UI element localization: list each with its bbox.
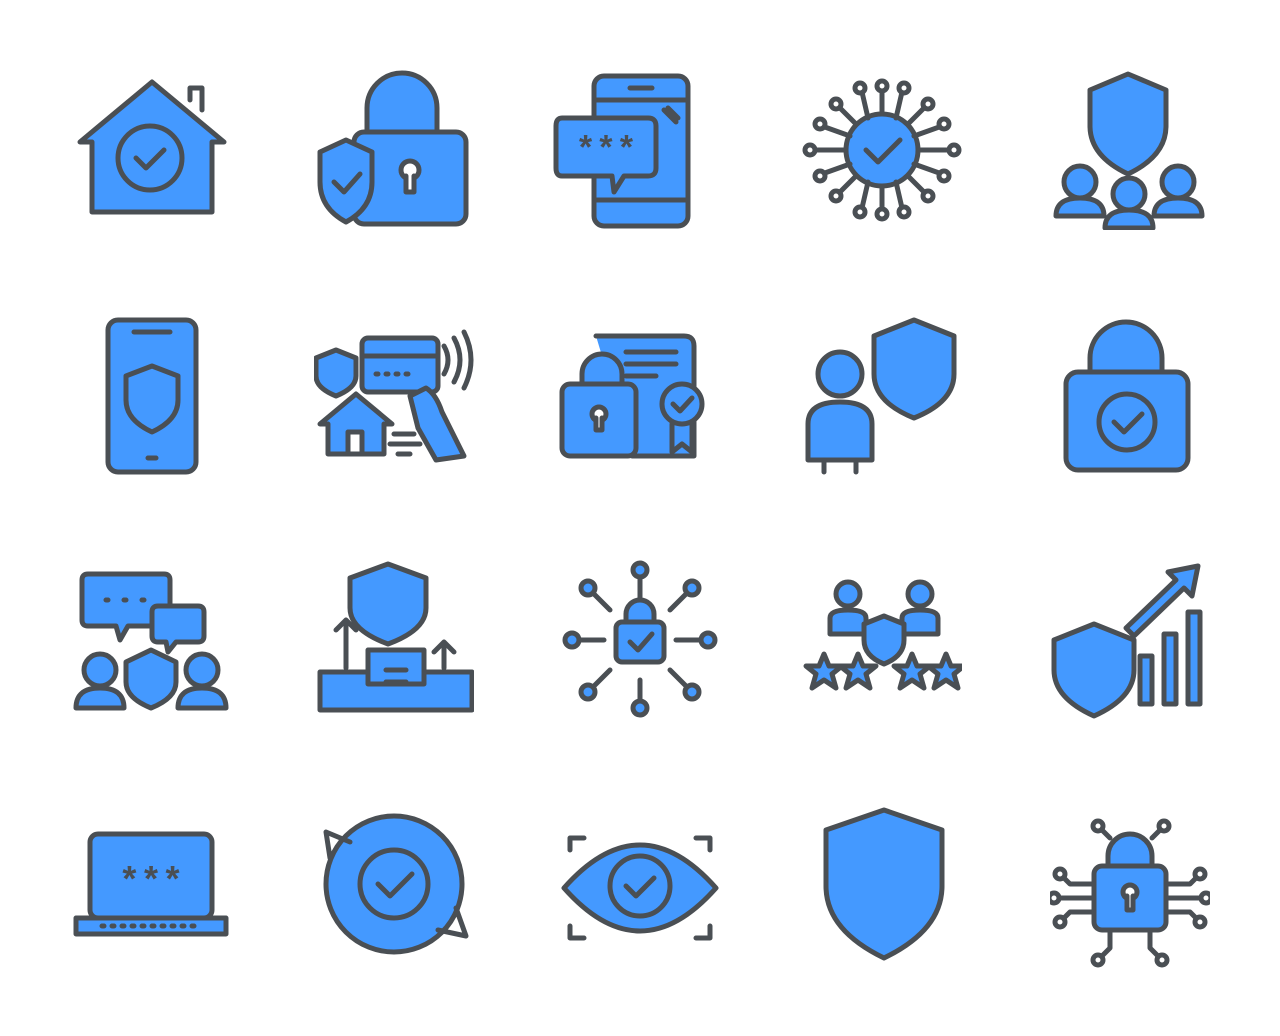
- shield-icon: [802, 804, 962, 964]
- user-shield-icon: [802, 316, 962, 476]
- network-check-icon: [802, 70, 962, 230]
- chat-group-shield-icon: [72, 566, 232, 726]
- certificate-lock-icon: [556, 316, 716, 476]
- circuit-lock-icon: [1050, 818, 1210, 978]
- home-key-card-icon: [314, 316, 474, 476]
- phone-password-mask: ***: [575, 133, 636, 171]
- lock-check-icon: [1050, 316, 1210, 476]
- shield-group-icon: [1050, 70, 1210, 230]
- network-lock-icon: [560, 560, 720, 720]
- shield-platform-icon: [314, 560, 474, 720]
- phone-shield-icon: [72, 316, 232, 476]
- rating-shield-icon: [802, 566, 962, 726]
- refresh-check-icon: [312, 804, 472, 964]
- smart-home-check-icon: [72, 70, 232, 230]
- shield-growth-icon: [1050, 560, 1210, 720]
- laptop-password-icon: ***: [72, 818, 232, 978]
- phone-password-icon: ***: [552, 70, 712, 230]
- padlock-shield-icon: [312, 70, 472, 230]
- laptop-password-mask: ***: [119, 862, 184, 903]
- eye-scan-icon: [560, 822, 720, 982]
